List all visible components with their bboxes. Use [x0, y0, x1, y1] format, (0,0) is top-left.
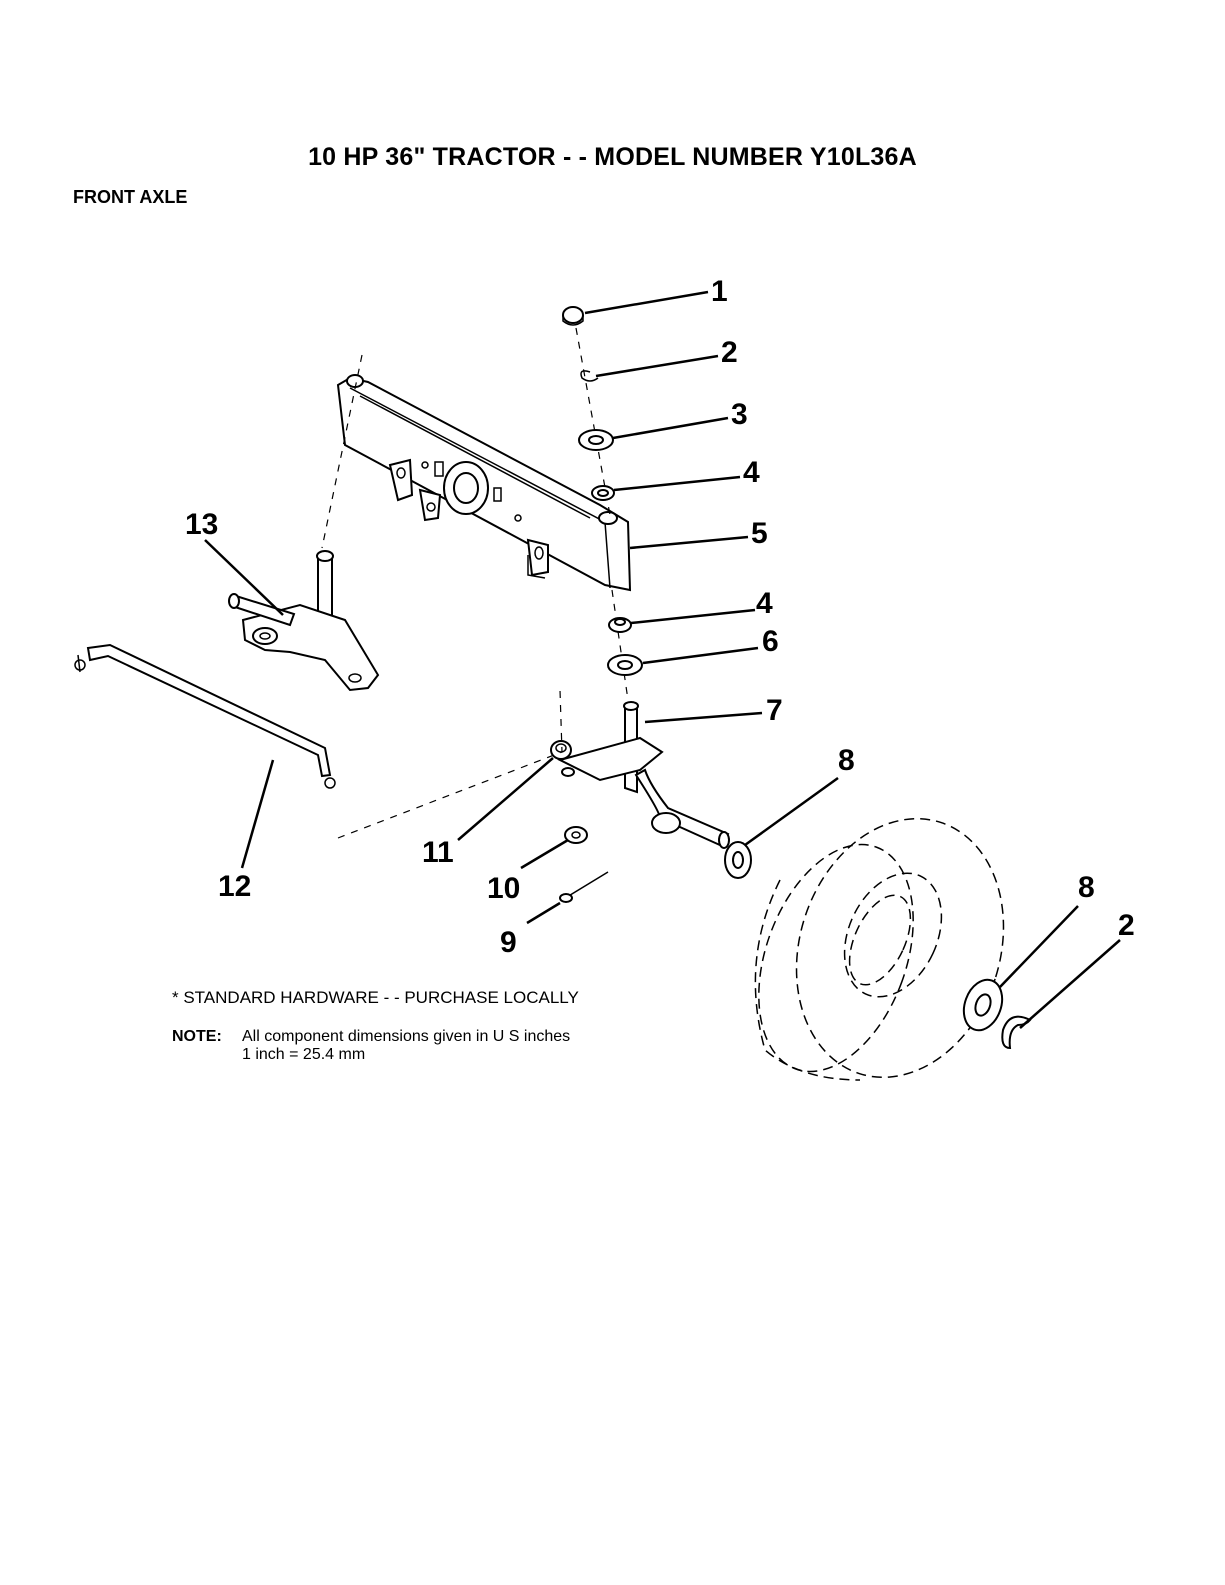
- part-11-nut: [551, 741, 571, 759]
- part-1-cap: [563, 307, 583, 325]
- part-6-washer: [608, 655, 642, 675]
- note-label: NOTE:: [172, 1028, 242, 1046]
- callout-2-outer: 2: [1118, 909, 1135, 942]
- note-line-1: All component dimensions given in U S in…: [242, 1028, 570, 1045]
- part-13-left-spindle: [229, 551, 378, 690]
- callout-11: 11: [422, 836, 454, 869]
- callout-1: 1: [711, 275, 728, 308]
- part-7-right-spindle: [560, 702, 729, 848]
- part-8-washer-inner: [725, 842, 751, 878]
- linkage-dashed-path: [338, 690, 562, 838]
- callout-4-upper: 4: [743, 456, 760, 489]
- callout-8-outer: 8: [1078, 871, 1095, 904]
- callout-12: 12: [218, 870, 251, 903]
- callout-4-lower: 4: [756, 587, 773, 620]
- callout-9: 9: [500, 926, 517, 959]
- part-3-washer: [579, 430, 613, 450]
- callout-8-inner: 8: [838, 744, 855, 777]
- part-12-drag-link: [75, 645, 335, 788]
- callout-6: 6: [762, 625, 779, 658]
- standard-hardware-note: * STANDARD HARDWARE - - PURCHASE LOCALLY: [172, 988, 579, 1008]
- callout-5: 5: [751, 517, 768, 550]
- callout-7: 7: [766, 694, 783, 727]
- front-tire: [730, 792, 1036, 1105]
- part-4-bushing-bottom: [609, 618, 631, 632]
- part-4-bushing-top: [592, 486, 614, 500]
- dimensions-note: NOTE:All component dimensions given in U…: [172, 1028, 570, 1064]
- assembly-line-lower: [612, 590, 628, 700]
- part-9-bolt: [560, 872, 608, 902]
- part-8-washer-outer: [957, 974, 1009, 1035]
- callout-3: 3: [731, 398, 748, 431]
- callout-10: 10: [487, 872, 520, 905]
- axle-beam: [338, 375, 630, 590]
- note-line-2: 1 inch = 25.4 mm: [172, 1046, 570, 1064]
- callout-2: 2: [721, 336, 738, 369]
- callout-13: 13: [185, 508, 218, 541]
